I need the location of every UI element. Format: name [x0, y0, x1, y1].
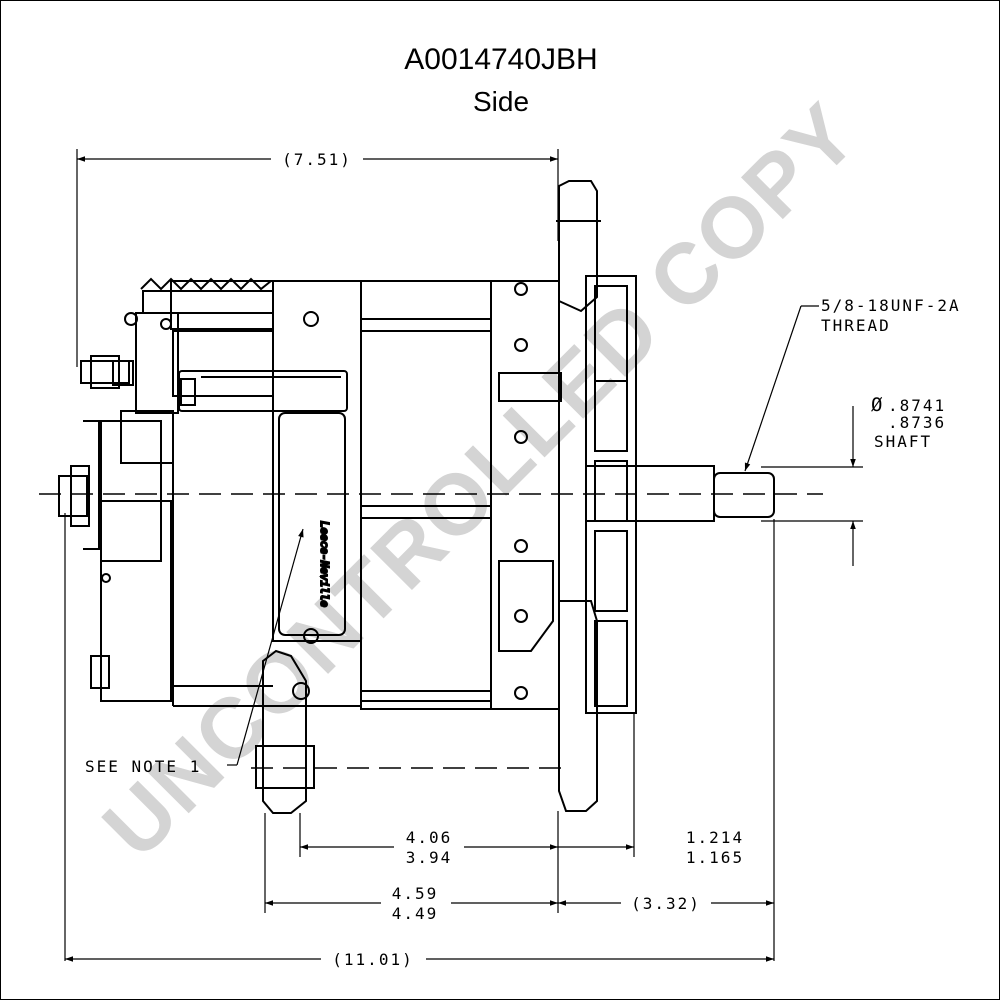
- watermark: UNCONTROLLED COPY: [85, 85, 876, 876]
- shaft-word-label: SHAFT: [874, 432, 932, 451]
- drive-end-housing: [490, 180, 601, 812]
- dim-overall-bottom: (11.01): [332, 950, 413, 969]
- dim-mount-a-min: 3.94: [406, 848, 453, 867]
- extension-lines: [64, 149, 863, 961]
- note-reference: SEE NOTE 1: [85, 757, 201, 776]
- dim-mount-b-min: 4.49: [392, 904, 439, 923]
- view-label: Side: [472, 86, 530, 117]
- dim-mount-a-max: 4.06: [406, 828, 453, 847]
- dim-front-ext: (3.32): [631, 894, 701, 913]
- shaft-diameter-symbol: Ø: [871, 394, 884, 416]
- drawing-title: A0014740JBH: [404, 43, 598, 76]
- shaft: [635, 465, 775, 522]
- dim-overall-top: (7.51): [282, 150, 352, 169]
- dimension-lines: [65, 156, 856, 962]
- dim-shaft-len-max: 1.214: [686, 828, 744, 847]
- centerlines: [39, 493, 823, 769]
- mounting-foot: [255, 649, 315, 814]
- svg-text:Leece-Neville: Leece-Neville: [318, 521, 331, 607]
- shaft-diameter-max: .8741: [888, 396, 946, 415]
- main-body: Leece-Neville: [173, 280, 492, 710]
- dim-shaft-len-min: 1.165: [686, 848, 744, 867]
- thread-spec-label: 5/8-18UNF-2A: [821, 296, 961, 315]
- rear-housing: [58, 277, 348, 706]
- thread-word-label: THREAD: [821, 316, 891, 335]
- dim-mount-b-max: 4.59: [392, 884, 439, 903]
- shaft-diameter-min: .8736: [888, 413, 946, 432]
